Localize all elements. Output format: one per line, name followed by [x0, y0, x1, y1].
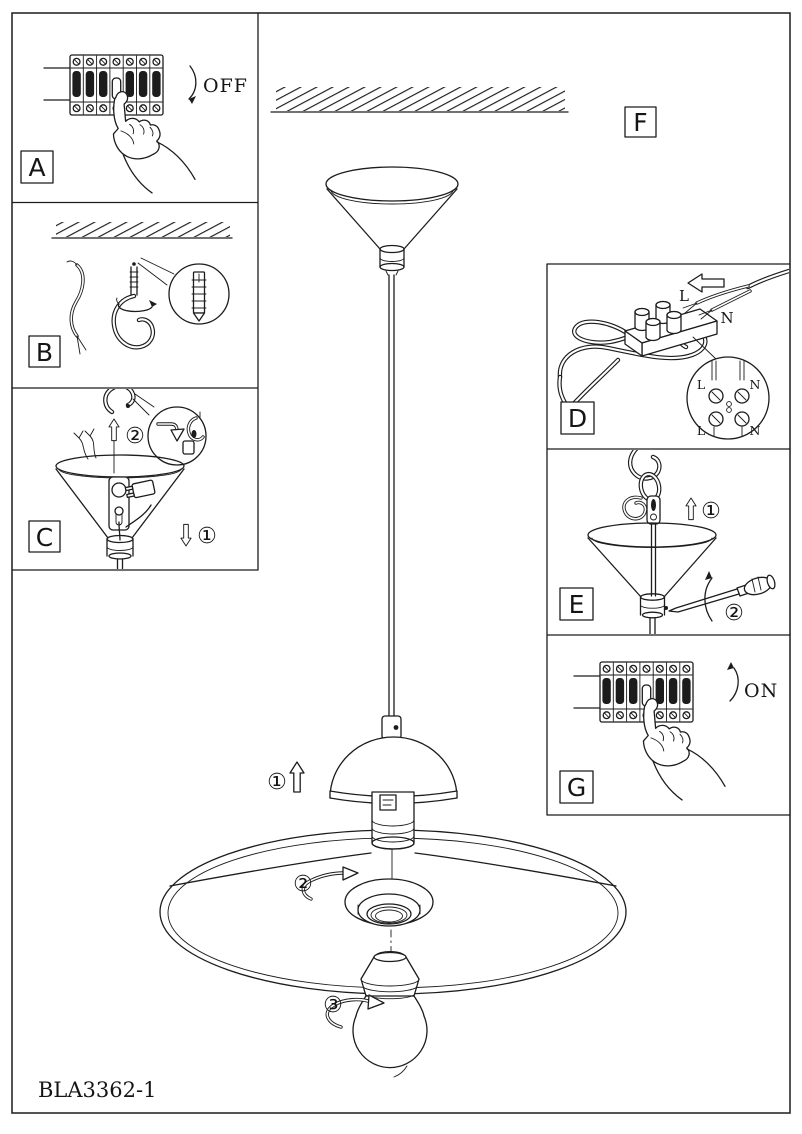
panel-c: ② ① C	[28, 389, 217, 569]
ceiling-hatch	[270, 87, 569, 113]
wire-neutral-label: N	[720, 309, 733, 327]
up-arrow-icon	[108, 418, 120, 442]
supply-wires-icon	[573, 675, 601, 709]
detail-live-top: L	[697, 377, 705, 392]
plug-cord-icon	[118, 504, 152, 541]
label-box-a	[20, 150, 54, 184]
wire-live-label: L	[679, 287, 689, 305]
rotate-arrow-icon	[704, 571, 713, 622]
bulb-icon	[352, 951, 428, 1078]
mains-wire-icon	[66, 260, 87, 355]
step-number: ①	[701, 499, 721, 524]
panel-b: B	[28, 222, 233, 368]
canopy-icon	[587, 522, 717, 634]
supply-wires-icon	[43, 67, 71, 101]
panel-g: ON G	[559, 662, 778, 807]
step-number: ③	[323, 993, 343, 1018]
ceiling-hatch	[51, 222, 233, 239]
set-screw-icon	[664, 606, 668, 610]
panel-e: ① ② E	[559, 450, 776, 634]
canopy-icon	[325, 166, 459, 276]
detail-neutral-bottom: N	[750, 423, 761, 438]
canopy-wires-icon	[73, 428, 97, 460]
detail-live-bottom: L	[697, 423, 705, 438]
incoming-cable-icon	[682, 268, 789, 320]
step-number: ①	[197, 524, 217, 549]
hook-and-loop-icon	[622, 450, 662, 525]
up-arrow-icon	[289, 761, 305, 793]
main-figure: F	[159, 87, 657, 1078]
on-label: ON	[744, 680, 778, 702]
label-box-e	[559, 587, 594, 621]
panel-g-label: G	[567, 773, 586, 802]
screw-rotation-arrow-icon	[116, 297, 157, 313]
label-box-b	[28, 335, 61, 368]
off-arrow-icon	[188, 65, 197, 104]
rotate-arrow-icon	[301, 866, 359, 901]
off-label: OFF	[203, 75, 248, 97]
label-box-c	[28, 520, 61, 553]
step-number: ①	[267, 770, 287, 795]
panel-f-label: F	[633, 108, 647, 137]
hook-detail	[132, 393, 207, 466]
page-frame	[11, 12, 791, 1114]
step-number: ②	[724, 601, 744, 626]
panel-b-label: B	[36, 338, 53, 367]
down-arrow-icon	[180, 523, 192, 547]
pendant-rod-icon	[388, 274, 395, 718]
insert-arrow-icon	[687, 273, 725, 293]
left-panel-grid	[11, 12, 259, 571]
canopy-icon	[55, 428, 185, 569]
socket-ring-icon	[344, 878, 434, 927]
panel-a-label: A	[28, 153, 45, 182]
step-number: ②	[293, 872, 313, 897]
panel-e-label: E	[569, 590, 585, 619]
screwdriver-icon	[668, 574, 776, 613]
right-panel-grid	[546, 263, 791, 816]
product-code: BLA3362-1	[38, 1078, 156, 1102]
socket-tube-icon	[371, 791, 415, 850]
panel-d-label: D	[568, 404, 587, 433]
ceiling-hook-icon	[111, 262, 155, 350]
plug-icon	[124, 479, 156, 499]
hook-icon	[103, 389, 136, 415]
terminal-block-icon	[624, 300, 718, 357]
wall-anchor-detail	[137, 257, 230, 325]
panel-a: OFF A	[20, 55, 248, 200]
label-box-g	[559, 770, 594, 804]
rotate-arrow-icon	[325, 994, 385, 1029]
panel-d: L N L N L N D	[557, 268, 789, 440]
label-box-f	[624, 106, 657, 138]
panel-c-label: C	[36, 523, 53, 552]
up-arrow-icon	[685, 497, 697, 521]
detail-neutral-top: N	[750, 377, 761, 392]
lamp-dome-icon	[329, 736, 458, 885]
rod-connector-icon	[381, 715, 402, 740]
terminal-detail: L N L N	[686, 336, 770, 440]
label-box-d	[560, 401, 595, 435]
step-number: ②	[125, 424, 145, 449]
on-arrow-icon	[727, 662, 739, 702]
